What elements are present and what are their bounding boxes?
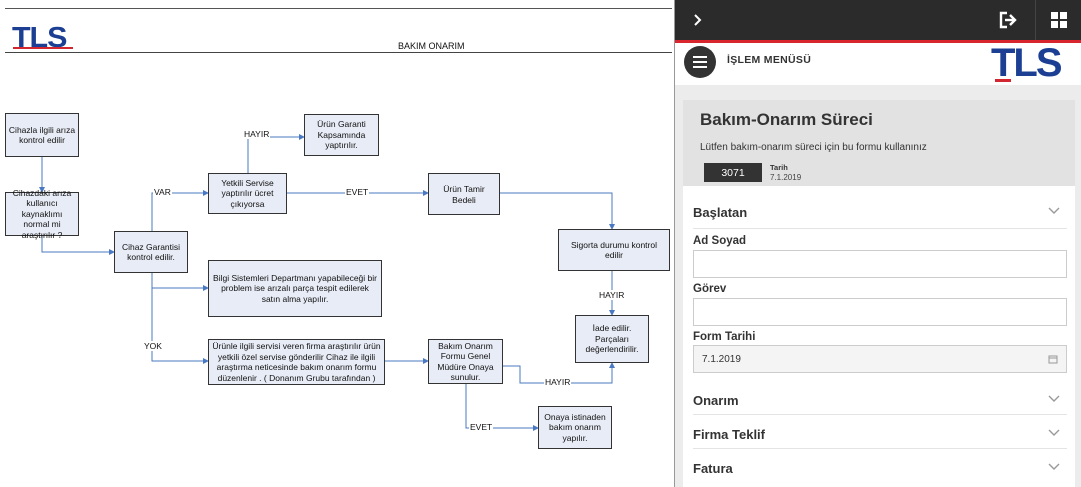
calendar-icon[interactable] [1048, 354, 1058, 364]
form-id-badge: 3071 [704, 163, 762, 182]
chevron-right-icon [694, 14, 702, 26]
chevron-down-icon [1048, 395, 1060, 402]
section-title: Fatura [693, 461, 733, 476]
section-divider [693, 448, 1067, 449]
top-toolbar [675, 0, 1081, 40]
ad-soyad-label: Ad Soyad [693, 235, 747, 247]
edge-evet-bottom [465, 384, 539, 431]
flow-box-user-fault: Cihazdaki arıza kullanıcı kaynaklımı nor… [5, 188, 79, 240]
header-divider [5, 52, 672, 53]
form-card: Bakım-Onarım Süreci Lütfen bakım-onarım … [683, 100, 1075, 487]
gorev-label: Görev [693, 283, 727, 295]
menu-bar: İŞLEM MENÜSÜ TLS [675, 43, 1081, 85]
chevron-down-icon [1048, 463, 1060, 470]
section-onarim[interactable]: Onarım [693, 388, 1067, 412]
section-firma-teklif[interactable]: Firma Teklif [693, 422, 1067, 446]
edge-b6-b7 [500, 192, 615, 230]
label-evet-bottom: EVET [469, 422, 494, 432]
section-fatura[interactable]: Fatura [693, 456, 1067, 480]
flow-box-approved-repair: Onaya istinaden bakım onarım yapılır. [538, 406, 612, 449]
form-tarihi-label: Form Tarihi [693, 331, 756, 343]
edge-hayir-top [247, 134, 305, 173]
edge-var [151, 190, 209, 231]
hamburger-icon [693, 56, 707, 58]
flow-box-manager-approval: Bakım Onarım Formu Genel Müdüre Onaya su… [428, 339, 503, 384]
form-date-label: Tarih [770, 163, 788, 172]
section-baslatan[interactable]: Başlatan [693, 200, 1067, 224]
flowchart-document: TLS BAKIM ONARIM Cihazla ilgili arıza ko… [5, 8, 672, 449]
flow-box-warranty-check: Cihaz Garantisi kontrol edilir. [114, 231, 188, 273]
grid-icon [1050, 12, 1067, 28]
logo-accent [995, 79, 1011, 82]
section-divider [693, 228, 1067, 229]
flow-box-fault-check: Cihazla ilgili arıza kontrol edilir [5, 113, 79, 157]
section-title: Başlatan [693, 205, 748, 220]
section-title: Firma Teklif [693, 427, 766, 442]
logo-accent [13, 47, 73, 49]
flow-box-repair-cost: Ürün Tamir Bedeli [428, 173, 500, 215]
expand-button[interactable] [681, 0, 715, 40]
label-hayir-top: HAYIR [243, 129, 271, 139]
section-divider [693, 414, 1067, 415]
flow-box-authorized-service: Yetkili Servise yaptırılır ücret çıkıyor… [208, 173, 287, 214]
flow-box-return: İade edilir. Parçaları değerlendirilir. [575, 315, 649, 363]
edge-b3-b8 [151, 273, 209, 291]
section-title: Onarım [693, 393, 739, 408]
flow-box-it-purchase: Bilgi Sistemleri Departmanı yapabileceği… [208, 260, 382, 317]
form-header: Bakım-Onarım Süreci Lütfen bakım-onarım … [683, 100, 1075, 186]
tls-logo: TLS [991, 41, 1063, 85]
form-tarihi-value: 7.1.2019 [702, 353, 741, 365]
edge-hayir-bottom [503, 362, 615, 384]
chevron-down-icon [1048, 429, 1060, 436]
logout-icon [999, 11, 1017, 29]
accent-stripe [675, 40, 1081, 43]
logout-button[interactable] [985, 0, 1031, 40]
form-date-value: 7.1.2019 [770, 173, 802, 182]
label-yok: YOK [143, 341, 163, 351]
apps-grid-button[interactable] [1035, 0, 1081, 40]
process-app-panel: İŞLEM MENÜSÜ TLS Bakım-Onarım Süreci Lüt… [674, 0, 1081, 487]
flow-box-insurance-check: Sigorta durumu kontrol edilir [558, 229, 670, 271]
flow-box-warranty-repair: Ürün Garanti Kapsamında yaptırılır. [304, 114, 379, 156]
menu-button[interactable] [684, 46, 716, 78]
ad-soyad-input[interactable] [693, 250, 1067, 278]
form-subtitle: Lütfen bakım-onarım süreci için bu formu… [700, 142, 927, 153]
top-border [5, 8, 672, 9]
label-var: VAR [153, 187, 172, 197]
chevron-down-icon [1048, 207, 1060, 214]
label-evet-top: EVET [345, 187, 370, 197]
flow-box-service-research: Ürünle ilgili servisi veren firma araştı… [208, 339, 385, 385]
menu-label[interactable]: İŞLEM MENÜSÜ [727, 54, 812, 66]
label-hayir-right: HAYIR [598, 290, 626, 300]
form-title: Bakım-Onarım Süreci [700, 110, 873, 129]
label-hayir-bottom: HAYIR [544, 377, 572, 387]
form-tarihi-input[interactable]: 7.1.2019 [693, 345, 1067, 373]
gorev-input[interactable] [693, 298, 1067, 326]
edge-yok [151, 288, 209, 364]
edge-b2-b3 [41, 236, 115, 255]
document-title: BAKIM ONARIM [398, 41, 465, 51]
